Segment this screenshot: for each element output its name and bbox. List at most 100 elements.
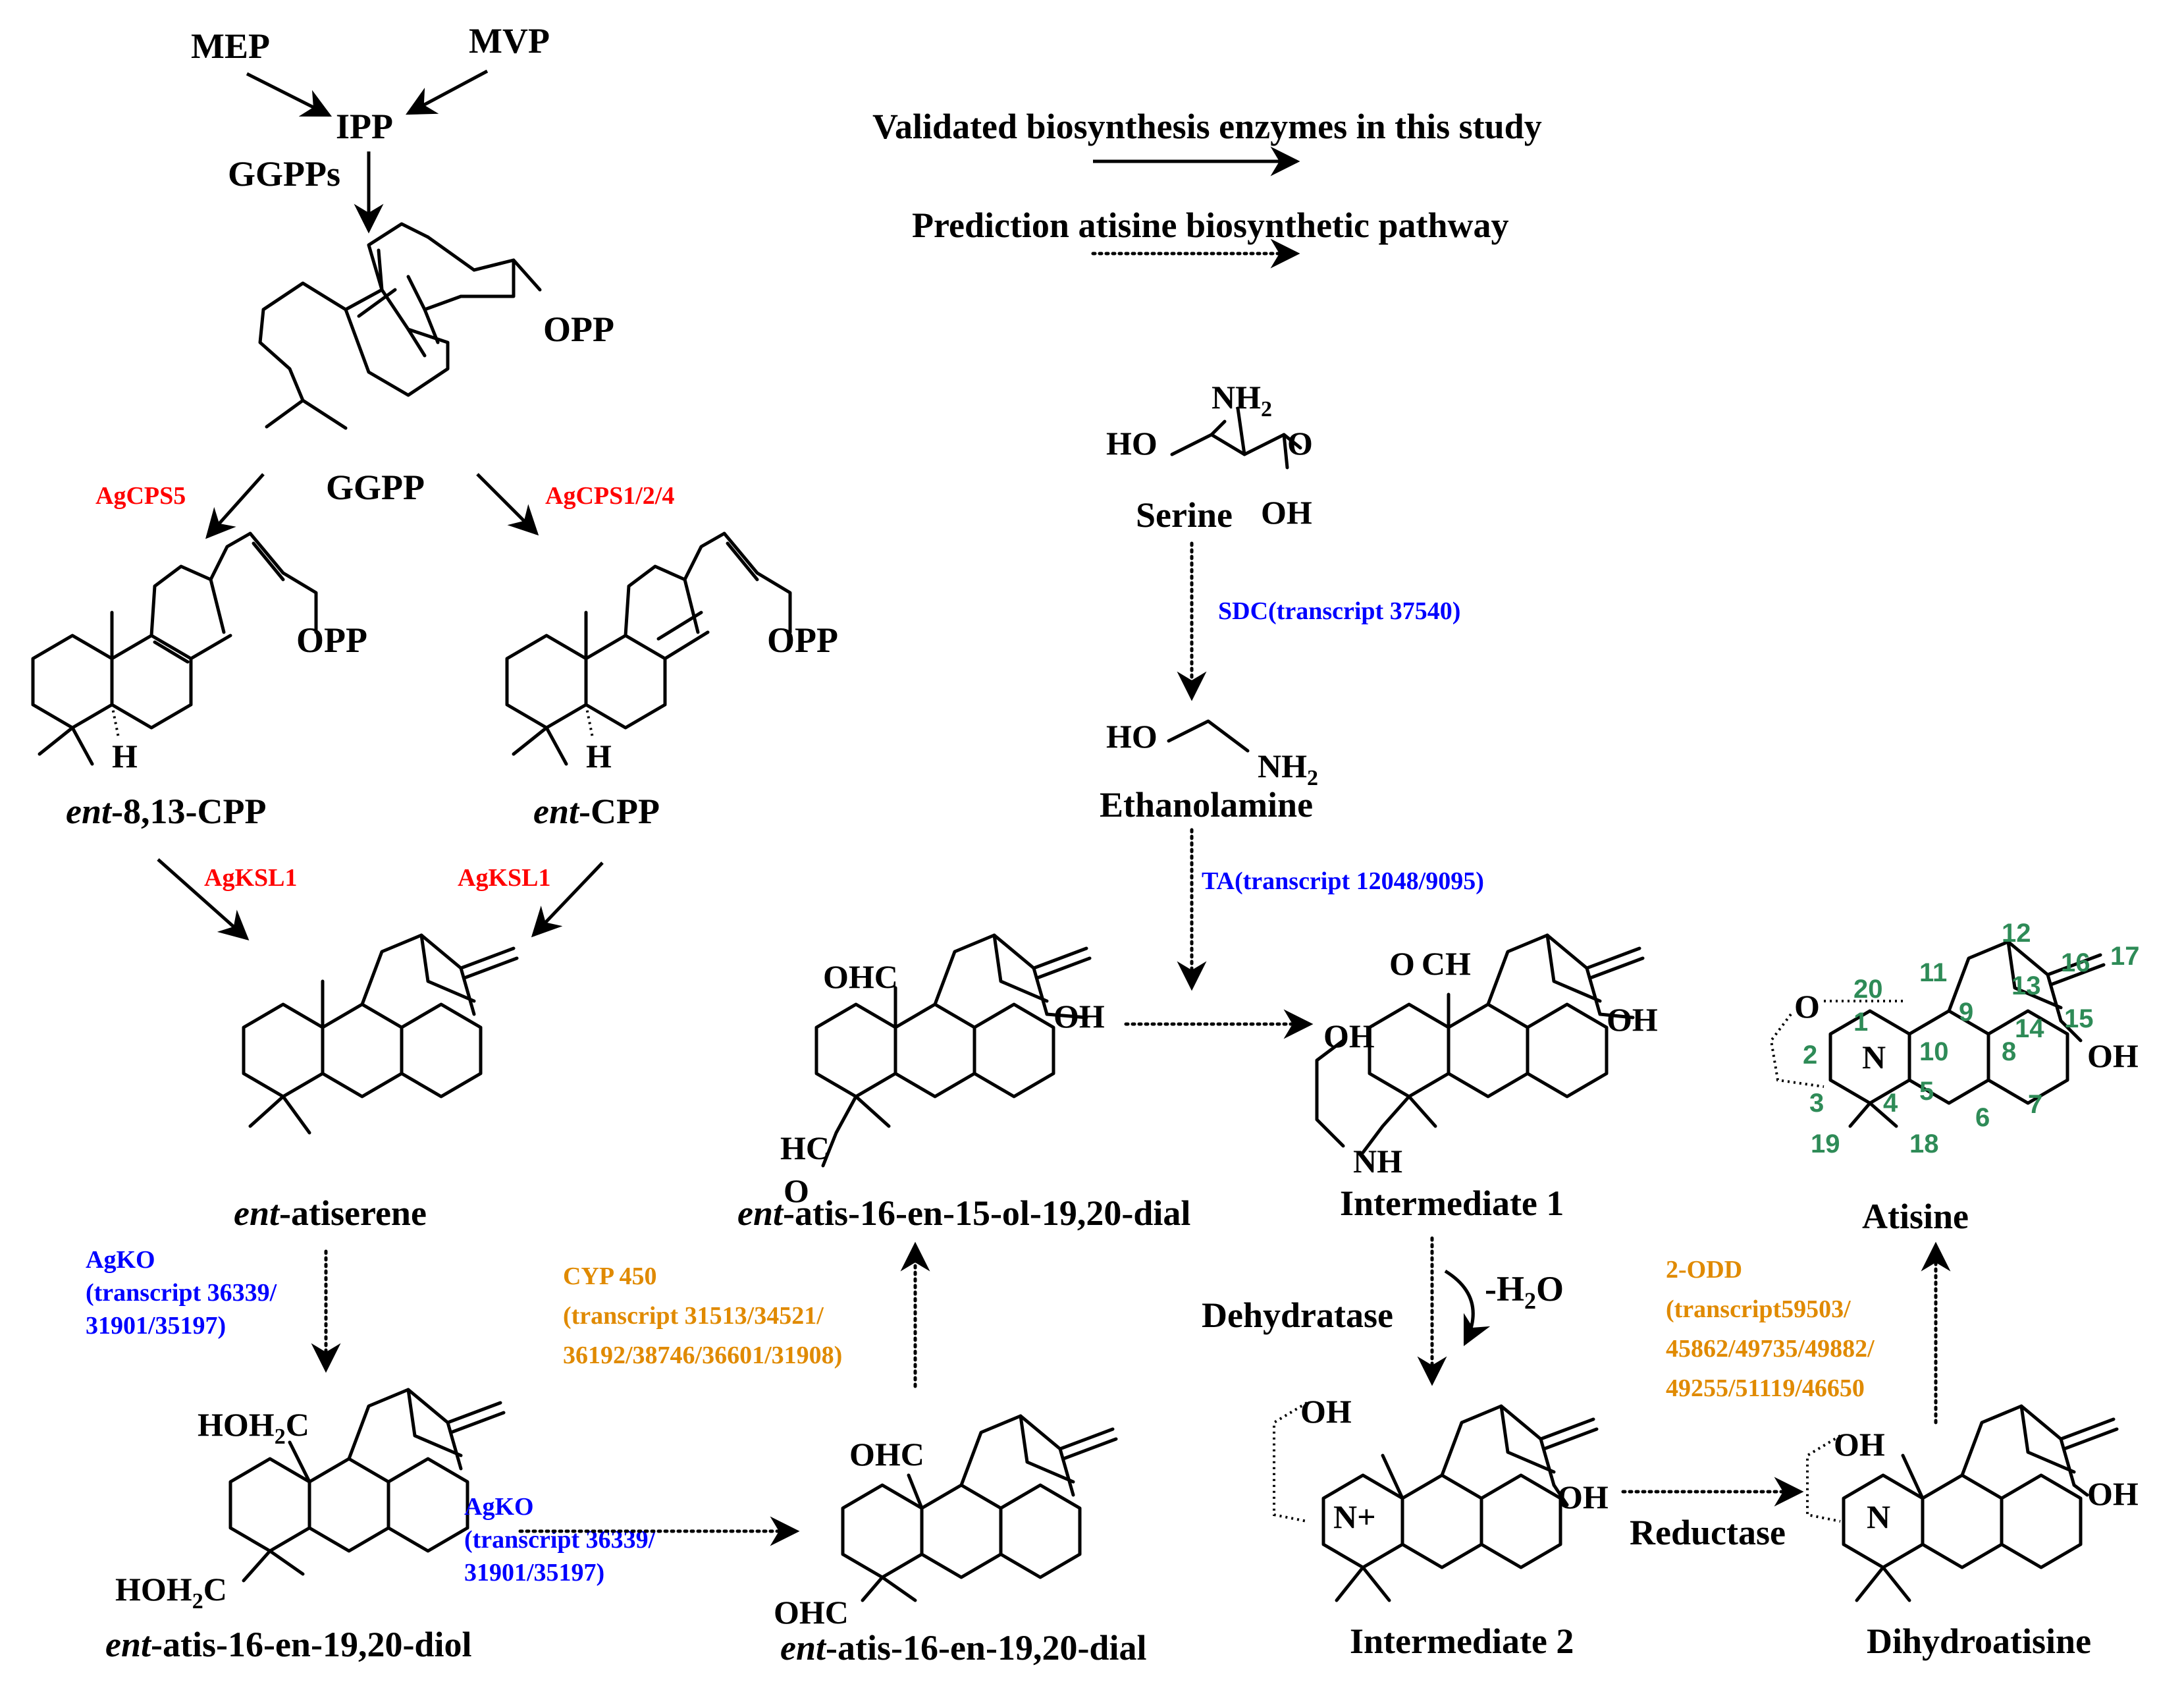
ggpp-opp-label: OPP [543,310,614,349]
enzyme-agko-1-transcripts-a: (transcript 36339/ [86,1279,277,1307]
enzyme-agcps124: AgCPS1/2/4 [545,482,674,510]
int1-oh-red: OH [1607,1001,1658,1038]
intermediate1-label: Intermediate 1 [1340,1183,1564,1223]
atisine-num-12: 12 [2002,919,2031,948]
atisine-label: Atisine [1862,1197,1969,1236]
atisine-num-7: 7 [2028,1090,2042,1119]
ggpp-structure [258,222,542,430]
ethanolamine-nh2: NH2 [1258,747,1318,790]
int2-nplus: N+ [1333,1498,1376,1535]
ksl-arrow-left [157,858,250,940]
int2-oh: OH [1300,1393,1352,1430]
dihydroatisine-structure [1806,1404,2119,1602]
mvp-label: MVP [469,21,550,61]
enzyme-cyp450-transcripts-a: (transcript 31513/34521/ [563,1302,824,1330]
enzyme-agko-2: AgKO [464,1493,534,1521]
atisine-num-6: 6 [1975,1103,1990,1132]
atisine-num-8: 8 [2002,1037,2016,1066]
enzyme-2odd-transcripts-c: 49255/51119/46650 [1666,1374,1865,1402]
serine-oh: OH [1261,494,1312,531]
ent-cpp-structure [505,531,792,766]
enzyme-agko-1-transcripts-b: 31901/35197) [86,1312,226,1340]
atisine-oh: OH [2087,1037,2139,1074]
entcpp-opp-label: OPP [767,620,838,660]
atisine-num-2: 2 [1803,1041,1817,1070]
ent813cpp-h-atom: H [112,738,138,774]
enzyme-2odd-transcripts-b: 45862/49735/49882/ [1666,1335,1875,1363]
dehydratase-label: Dehydratase [1202,1295,1393,1335]
int1-nh: NH [1353,1143,1402,1180]
diol-hoh2c-top: HOH2C [198,1406,309,1449]
dial-label: ent-atis-16-en-19,20-dial [780,1628,1146,1668]
atisine-structure [1769,940,2106,1128]
ksl-arrow-right [531,861,604,938]
mep-label: MEP [191,26,270,66]
intermediate2-structure [1273,1401,1599,1602]
legend-predicted-text: Prediction atisine biosynthetic pathway [912,205,1509,245]
enzyme-cyp450-transcripts-b: 36192/38746/36601/31908) [563,1342,842,1369]
dial-structure [841,1414,1118,1602]
ethanolamine-label: Ethanolamine [1100,785,1313,825]
enzyme-cyp450: CYP 450 [563,1263,657,1290]
enzyme-2odd: 2-ODD [1666,1256,1742,1284]
oldial-ohc-top: OHC [823,958,898,995]
atisine-num-3: 3 [1809,1089,1824,1118]
atisine-num-11: 11 [1919,958,1947,987]
dial-ohc-bottom: OHC [774,1594,849,1631]
enzyme-agko-2-transcripts-b: 31901/35197) [464,1559,604,1587]
enzyme-2odd-transcripts-a: (transcript59503/ [1666,1295,1851,1323]
atisine-num-18: 18 [1909,1129,1939,1158]
atisine-num-10: 10 [1919,1037,1949,1066]
oldial-hc: HC [780,1129,830,1166]
serine-ho: HO [1106,425,1158,462]
atisine-num-17: 17 [2110,942,2140,971]
atisine-num-15: 15 [2064,1004,2094,1033]
atisine-num-5: 5 [1919,1077,1934,1106]
dihydro-oh-right: OH [2087,1475,2139,1512]
arrow-to-entcpp [476,473,539,536]
int1-oh: OH [1323,1018,1375,1054]
enzyme-agksl1-right: AgKSL1 [458,864,550,892]
serine-structure [1170,406,1302,470]
diol-label: ent-atis-16-en-19,20-diol [105,1625,471,1664]
ent813cpp-label: ent-8,13-CPP [66,792,266,831]
serine-label: Serine [1136,495,1233,535]
dial-ohc-top: OHC [849,1436,924,1473]
dihydro-n: N [1867,1498,1890,1535]
int2-oh-red: OH [1557,1479,1609,1515]
atisine-num-9: 9 [1959,998,1973,1027]
serine-nh2: NH2 [1212,379,1272,421]
oldial-label: ent-atis-16-en-15-ol-19,20-dial [737,1193,1190,1233]
atisine-num-4: 4 [1883,1089,1898,1118]
intermediate2-label: Intermediate 2 [1350,1621,1574,1661]
atisine-o: O [1794,988,1820,1025]
mvp-to-ipp-arrow [406,69,489,115]
ethanolamine-structure [1167,719,1250,753]
atisine-num-1: 1 [1853,1008,1868,1037]
ent813cpp-opp-label: OPP [296,620,367,660]
diol-structure [228,1388,506,1583]
atisine-num-20: 20 [1853,975,1883,1004]
reductase-label: Reductase [1630,1513,1786,1552]
enzyme-agksl1-left: AgKSL1 [204,864,297,892]
serine-o: O [1287,425,1313,462]
diol-hoh2c-bottom: HOH2C [115,1571,227,1614]
enzyme-ta: TA(transcript 12048/9095) [1202,867,1484,895]
atisine-num-16: 16 [2061,948,2091,977]
ethanolamine-ho: HO [1106,718,1158,755]
oldial-o: O [784,1172,809,1209]
dihydroatisine-label: Dihydroatisine [1867,1621,2091,1661]
mep-to-ipp-arrow [246,72,333,117]
oldial-oh: OH [1053,998,1105,1035]
atisine-n: N [1862,1039,1886,1075]
entcpp-h-atom: H [586,738,612,774]
atisine-num-13: 13 [2011,971,2041,1000]
ggpps-label: GGPPs [228,154,340,194]
entatiserene-label: ent-atiserene [234,1193,427,1233]
atisine-num-14: 14 [2015,1014,2044,1043]
ent-813-cpp-structure [31,531,318,766]
ggpp-label: GGPP [326,468,425,507]
